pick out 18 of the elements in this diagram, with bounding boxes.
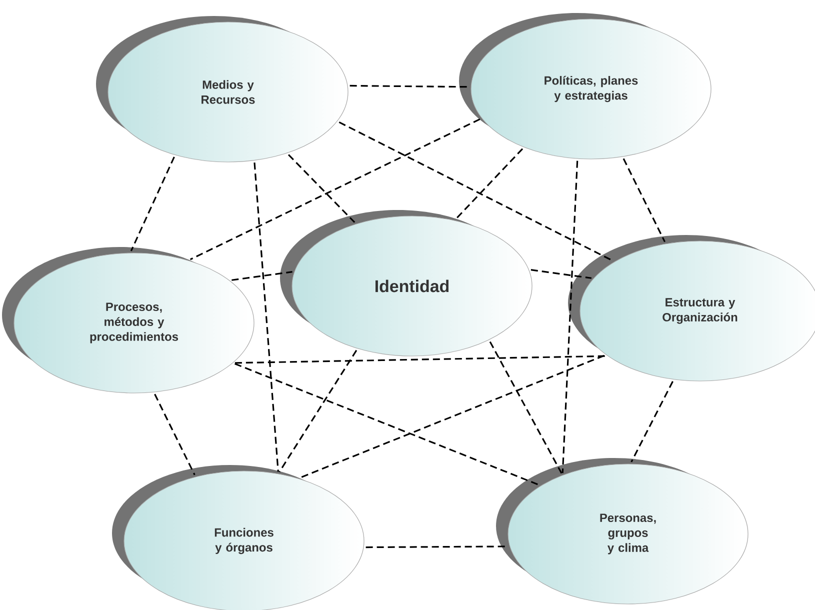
dashed-connector — [530, 269, 592, 279]
dashed-connector — [300, 354, 604, 478]
dashed-connector — [288, 154, 356, 223]
dashed-connector — [254, 162, 279, 472]
dashed-connector — [455, 148, 524, 220]
dashed-connector — [630, 381, 674, 462]
dashed-connector — [562, 160, 578, 474]
dashed-connector — [278, 350, 358, 472]
dashed-connector — [154, 394, 196, 476]
dashed-connector — [350, 84, 469, 88]
dashed-connector — [234, 362, 540, 486]
dashed-connector — [622, 158, 666, 242]
dashed-connector — [190, 118, 480, 260]
dashed-connector — [489, 341, 562, 474]
dashed-connector — [366, 546, 508, 548]
dashed-connector — [130, 156, 175, 252]
dashed-connector — [234, 355, 606, 364]
dashed-connector — [338, 121, 614, 262]
